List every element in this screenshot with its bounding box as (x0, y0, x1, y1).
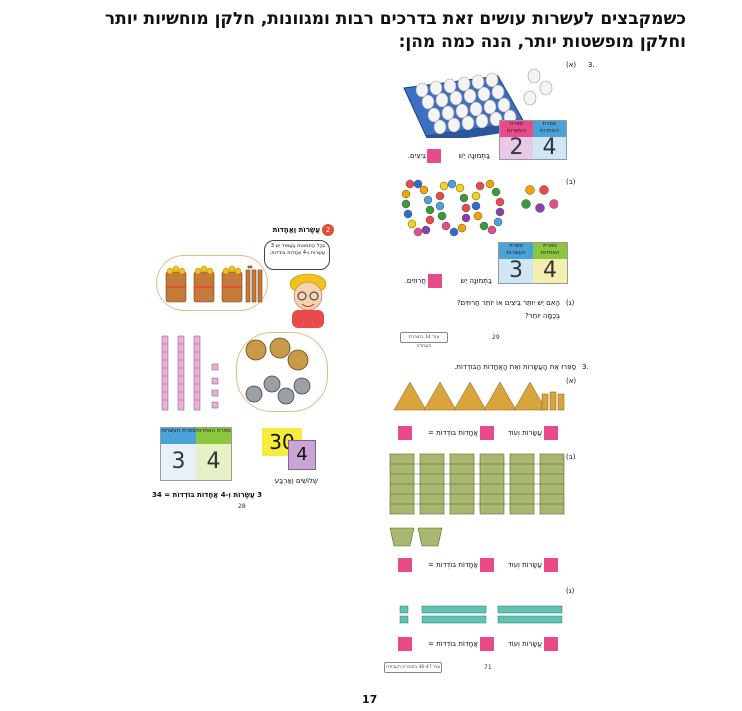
comparison-question-2: בְּכַמָּה יוֹתֵר? (524, 312, 560, 320)
workbook-link[interactable]: עמ' 14 בחוברת העבודה (400, 332, 448, 349)
tens-header: ספרת העשרות (500, 121, 533, 137)
label-c: (ג) (566, 299, 575, 307)
answer-a-ones-label: אֲחָדוֹת בּוֹדְדוֹת = (427, 429, 478, 437)
answer-b-total-box[interactable] (398, 558, 412, 572)
egg-carton-illustration (403, 68, 553, 138)
tens-header: ספרת העשרות (499, 243, 533, 259)
answer-c-total-box[interactable] (398, 637, 412, 651)
speech-bubble: בְּכָל הַתְּמוּנוֹת בָּעַמּוּד יֵשׁ 3 עֲ… (264, 240, 330, 270)
exercise-number: 3. (588, 61, 595, 69)
label-a: (א) (566, 61, 577, 69)
section-title: עֲשָׂרוֹת וַאֲחָדוֹת (272, 226, 320, 234)
boy-character-illustration (289, 273, 327, 328)
number-words: שְׁלוֹשִׁים וְאַרְבַּע (274, 477, 318, 485)
document-page-number: 17 (362, 693, 378, 706)
left-place-value-table: ספרת העשרות ספרת האחדות 3 4 (160, 427, 232, 481)
bundles-card (156, 255, 268, 311)
beads-caption-suffix: חֲרוּזִים. (404, 277, 426, 285)
label-c-2: (ג) (566, 587, 575, 595)
ones-header: ספרת האחדות (196, 428, 231, 444)
eggs-answer-box[interactable] (427, 149, 441, 163)
label-b-2: (ב) (566, 453, 576, 461)
page-header: כשמקבצים לעשרות עושים זאת בדרכים רבות ומ… (46, 8, 686, 54)
answer-a-total-box[interactable] (398, 426, 412, 440)
page-number-71: 71 (484, 664, 492, 671)
beads-answer-box[interactable] (428, 274, 442, 288)
left-ones-digit: 4 (196, 444, 231, 480)
answer-a-tens-label: עֲשָׂרוֹת וְעוֹד (507, 429, 542, 437)
header-line-1: כשמקבצים לעשרות עושים זאת בדרכים רבות ומ… (104, 9, 686, 29)
page-number-28: 28 (238, 503, 246, 510)
label-a-2: (א) (566, 377, 577, 385)
teal-rods-illustration (399, 605, 563, 624)
eggs-caption-prefix: בַּתְּמוּנָה יֵשׁ (458, 152, 490, 160)
page-number-29: 29 (492, 334, 500, 341)
header-line-2: וחלקן מופשטות יותר, הנה כמה מהן: (398, 32, 686, 52)
section-number-badge: 2 (322, 224, 334, 236)
answer-b-tens-label: עֲשָׂרוֹת וְעוֹד (507, 561, 542, 569)
eggs-place-value-table: ספרת העשרות ספרת האחדות 2 4 (499, 120, 567, 160)
beads-tens-digit: 3 (499, 259, 533, 283)
tens-header: ספרת העשרות (161, 428, 196, 444)
ones-header: ספרת האחדות (533, 243, 567, 259)
comparison-question: הַאִם יֵשׁ יוֹתֵר בֵּיצִים אוֹ יוֹתֵר חֲ… (456, 299, 560, 307)
bead-necklaces-illustration (401, 179, 558, 237)
beads-place-value-table: ספרת העשרות ספרת האחדות 3 4 (498, 242, 568, 284)
answer-a-tens-box[interactable] (544, 426, 558, 440)
answer-c-ones-box[interactable] (480, 637, 494, 651)
answer-b-ones-label: אֲחָדוֹת בּוֹדְדוֹת = (427, 561, 478, 569)
label-b: (ב) (566, 178, 576, 186)
exercise-number-2: 3. (582, 363, 589, 371)
exercise-instruction: סַפְּרוּ אֶת הָעֲשָׂרוֹת וְאֶת הָאֲחָדוֹ… (454, 363, 576, 371)
answer-c-tens-box[interactable] (544, 637, 558, 651)
base-ten-blocks (161, 335, 219, 411)
answer-c-tens-label: עֲשָׂרוֹת וְעוֹד (507, 640, 542, 648)
answer-b-tens-box[interactable] (544, 558, 558, 572)
bundles-illustration (165, 265, 263, 303)
number-card-4: 4 (288, 440, 316, 470)
answer-b-ones-box[interactable] (480, 558, 494, 572)
ones-header: ספרת האחדות (533, 121, 566, 137)
workbook-link-2[interactable]: עמ' 46-47 בחוברת העבודה (384, 662, 442, 673)
left-tens-digit: 3 (161, 444, 196, 480)
answer-c-ones-label: אֲחָדוֹת בּוֹדְדוֹת = (427, 640, 478, 648)
coin-stacks-illustration (393, 381, 565, 411)
eggs-caption-suffix: בֵּיצִים. (407, 152, 426, 160)
beads-ones-digit: 4 (533, 259, 567, 283)
eggs-tens-digit: 2 (500, 137, 533, 159)
answer-a-ones-box[interactable] (480, 426, 494, 440)
cup-stacks-illustration (389, 453, 565, 547)
beads-caption-prefix: בַּתְּמוּנָה יֵשׁ (460, 277, 492, 285)
coins-card (236, 332, 328, 412)
coins-illustration (245, 337, 311, 405)
sum-line: 3 עֲשָׂרוֹת וְ-4 אֲחָדוֹת בּוֹדְדוֹת = 3… (152, 491, 262, 499)
eggs-ones-digit: 4 (533, 137, 566, 159)
